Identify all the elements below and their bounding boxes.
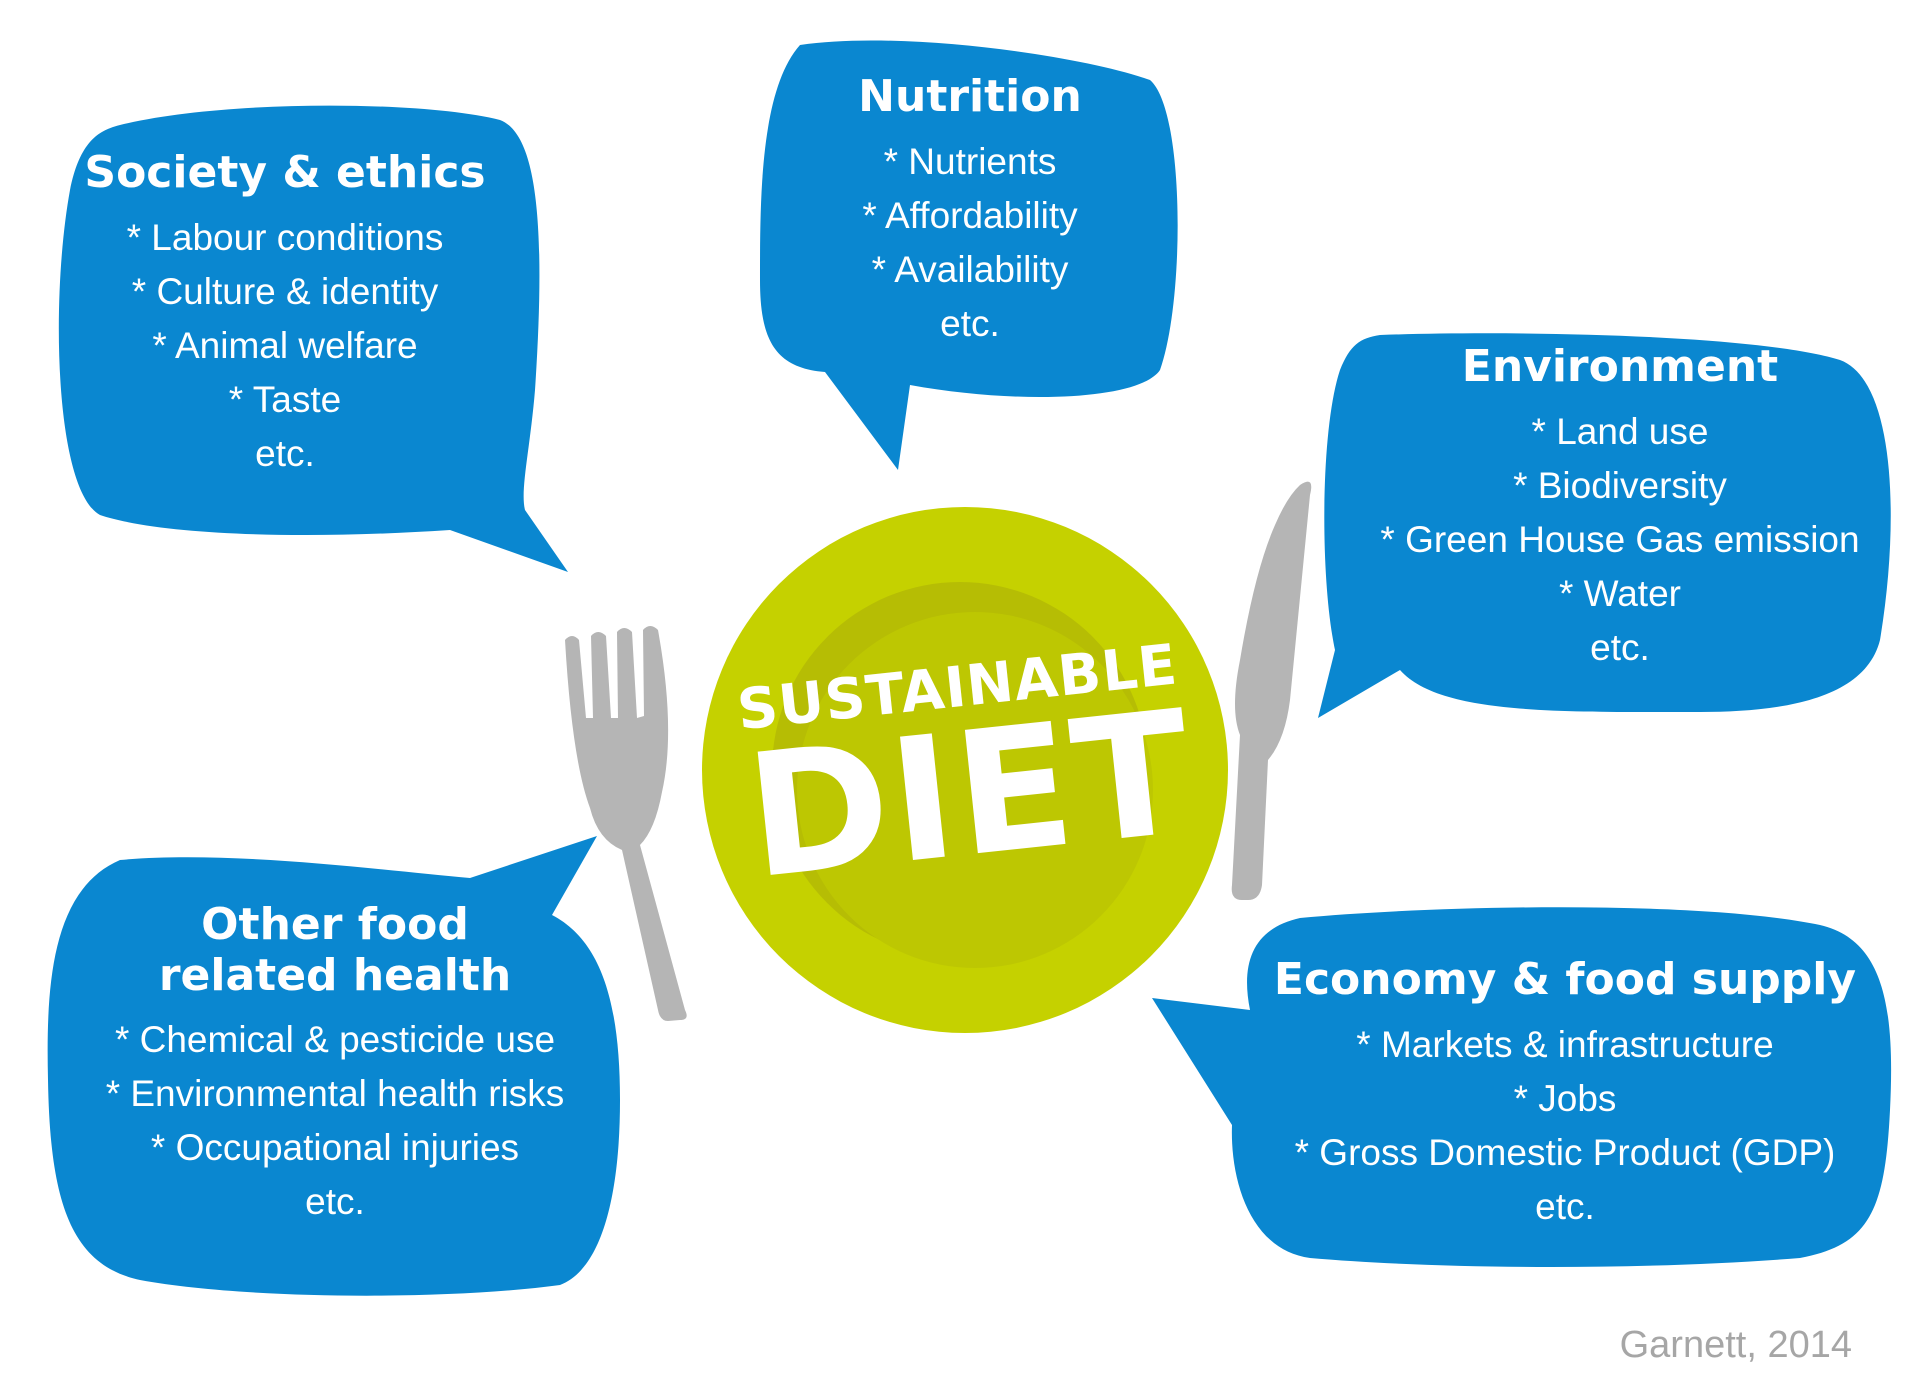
list-item: * Gross Domestic Product (GDP) (1294, 1131, 1836, 1173)
nutrition-bubble (760, 40, 1178, 470)
list-item: * Jobs (1513, 1077, 1617, 1119)
list-item: * Markets & infrastructure (1356, 1023, 1774, 1065)
list-item: * Availability (871, 248, 1069, 290)
health-text: Other food related health * Chemical & p… (70, 899, 600, 1229)
environment-list: * Land use * Biodiversity * Green House … (1355, 405, 1885, 675)
list-item: * Water (1559, 572, 1681, 614)
list-item: * Occupational injuries (150, 1127, 520, 1169)
list-item: * Animal welfare (152, 324, 418, 366)
list-item: * Land use (1531, 410, 1709, 452)
environment-title: Environment (1461, 341, 1779, 392)
citation: Garnett, 2014 (1619, 1324, 1852, 1366)
health-title-line1: Other food (201, 899, 469, 950)
plate-inner-shade (797, 612, 1153, 968)
society-bubble (58, 105, 568, 572)
environment-bubble (1318, 333, 1891, 718)
list-item: * Environmental health risks (105, 1073, 565, 1115)
knife-icon (1231, 481, 1312, 900)
economy-list: * Markets & infrastructure * Jobs * Gros… (1255, 1018, 1875, 1234)
health-title-line2: related health (158, 949, 512, 1001)
economy-etc: etc. (1535, 1185, 1595, 1227)
society-text: Society & ethics * Labour conditions * C… (70, 147, 500, 481)
center-title-big: DIET (738, 673, 1202, 918)
list-item: * Green House Gas emission (1380, 518, 1860, 560)
economy-title: Economy & food supply (1273, 954, 1857, 1005)
nutrition-title: Nutrition (858, 71, 1082, 122)
list-item: * Chemical & pesticide use (114, 1019, 556, 1061)
list-item: * Biodiversity (1513, 464, 1727, 506)
health-bubble (47, 836, 621, 1296)
society-etc: etc. (255, 432, 315, 474)
environment-etc: etc. (1590, 626, 1650, 668)
economy-text: Economy & food supply * Markets & infras… (1255, 954, 1875, 1234)
fork-icon (565, 626, 687, 1021)
nutrition-text: Nutrition * Nutrients * Affordability * … (780, 71, 1160, 351)
list-item: * Culture & identity (131, 270, 439, 312)
health-etc: etc. (305, 1181, 365, 1223)
society-title: Society & ethics (84, 147, 486, 198)
center-title: SUSTAINABLE DIET (734, 632, 1202, 918)
society-list: * Labour conditions * Culture & identity… (70, 211, 500, 481)
economy-bubble (1152, 907, 1892, 1267)
list-item: * Labour conditions (126, 216, 444, 258)
list-item: * Taste (228, 378, 342, 420)
environment-text: Environment * Land use * Biodiversity * … (1355, 341, 1885, 675)
health-list: * Chemical & pesticide use * Environment… (70, 1013, 600, 1229)
nutrition-etc: etc. (940, 302, 1000, 344)
list-item: * Nutrients (883, 140, 1057, 182)
nutrition-list: * Nutrients * Affordability * Availabili… (780, 135, 1160, 351)
list-item: * Affordability (862, 194, 1078, 236)
